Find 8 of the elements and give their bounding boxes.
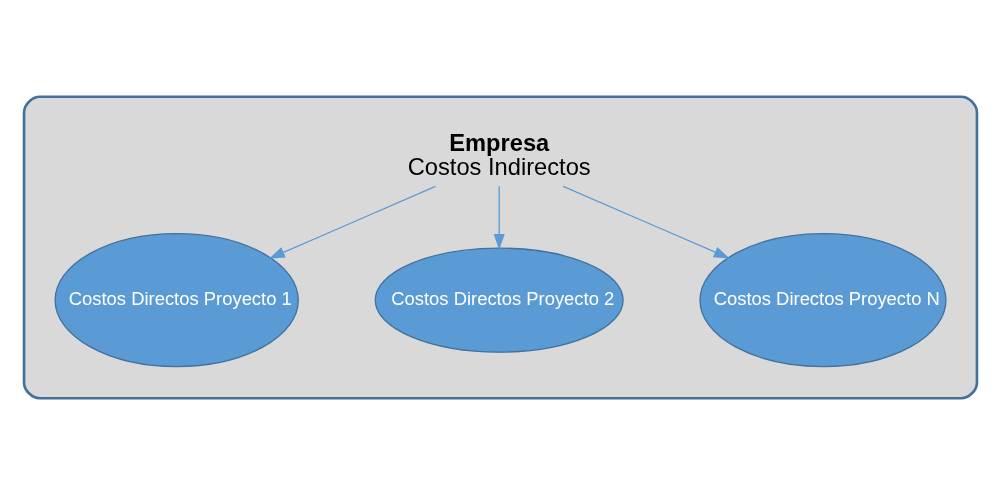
node-text: Empresa Costos Indirectos <box>407 130 591 180</box>
node-ellipse: Costos Directos Proyecto 2 <box>374 247 624 353</box>
node-ellipse: Costos Directos Proyecto N <box>699 233 947 368</box>
cluster <box>22 95 979 400</box>
arrow <box>269 185 437 259</box>
node-ellipse: Costos Directos Proyecto 1 <box>54 233 299 368</box>
arrow <box>562 185 730 259</box>
arrow <box>493 185 505 250</box>
